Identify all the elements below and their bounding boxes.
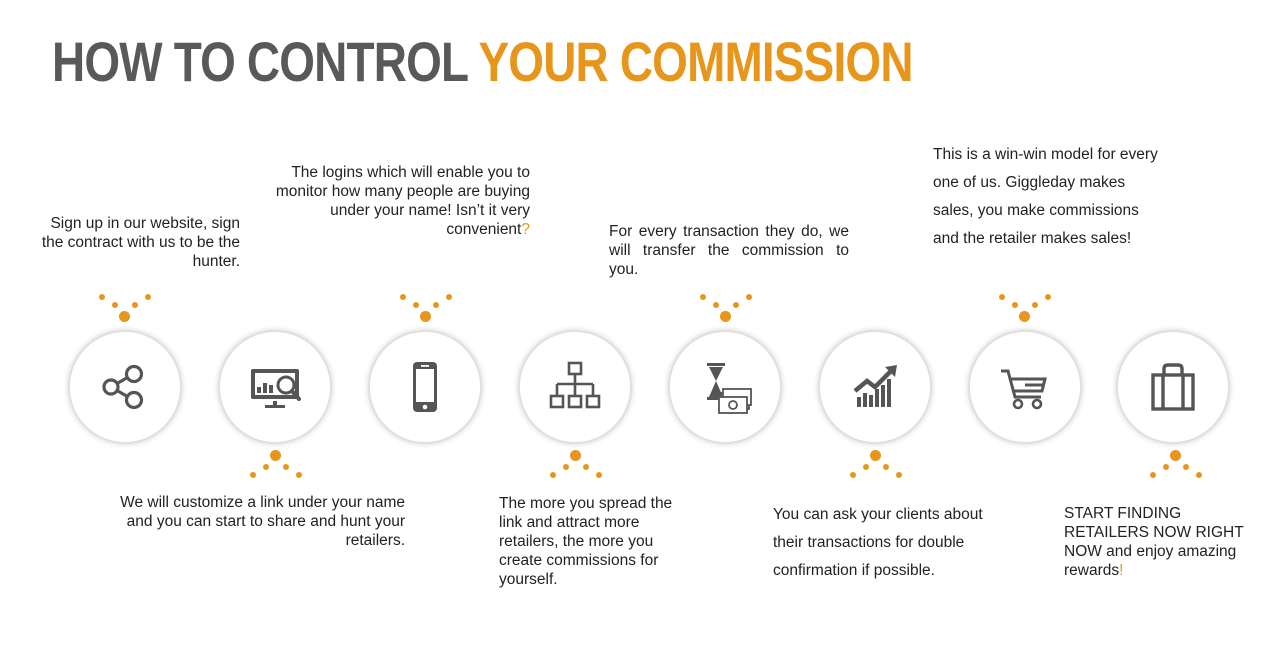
step-7-circle: [968, 330, 1082, 444]
step-2-text: We will customize a link under your name…: [120, 494, 405, 549]
step-3-text: The logins which will enable you to moni…: [270, 163, 530, 239]
dots-top-7: [995, 292, 1055, 322]
dots-bottom-6: [846, 450, 906, 480]
page-title: HOW TO CONTROL YOUR COMMISSION: [52, 28, 913, 95]
analytics-monitor-icon: [251, 369, 301, 408]
step-1-circle: [68, 330, 182, 444]
dots-top-5: [696, 292, 756, 322]
dots-top-3: [396, 292, 456, 322]
step-8-text-accent: !: [1119, 562, 1124, 579]
step-1-text: Sign up in our website, sign the contrac…: [41, 215, 240, 270]
step-7-text: This is a win-win model for every one of…: [933, 146, 1158, 247]
shopping-cart-icon: [1001, 369, 1047, 410]
hierarchy-icon: [549, 361, 601, 409]
step-3-text-main: The logins which will enable you to moni…: [275, 164, 530, 238]
smartphone-icon: [413, 362, 437, 412]
step-5-text: For every transaction they do, we will t…: [609, 223, 849, 278]
step-6-text: You can ask your clients about their tra…: [773, 506, 983, 579]
step-5-circle: [668, 330, 782, 444]
step-4-circle: [518, 330, 632, 444]
dots-top-1: [95, 292, 155, 322]
step-3-circle: [368, 330, 482, 444]
dots-bottom-8: [1146, 450, 1206, 480]
dots-bottom-4: [546, 450, 606, 480]
step-4-text: The more you spread the link and attract…: [499, 495, 673, 588]
step-8-text-main: START FINDING RETAILERS NOW RIGHT NOW an…: [1064, 505, 1244, 579]
step-2-circle: [218, 330, 332, 444]
step-8-text: START FINDING RETAILERS NOW RIGHT NOW an…: [1064, 504, 1264, 580]
growth-chart-icon: [853, 365, 897, 407]
title-part-orange: YOUR COMMISSION: [478, 30, 914, 93]
step-8-circle: [1116, 330, 1230, 444]
money-time-icon: [707, 363, 752, 414]
dots-bottom-2: [246, 450, 306, 480]
step-6-circle: [818, 330, 932, 444]
title-part-gray: HOW TO CONTROL: [52, 30, 479, 93]
shopping-bag-icon: [1151, 363, 1195, 411]
share-icon: [102, 364, 144, 410]
step-3-text-accent: ?: [521, 221, 530, 238]
